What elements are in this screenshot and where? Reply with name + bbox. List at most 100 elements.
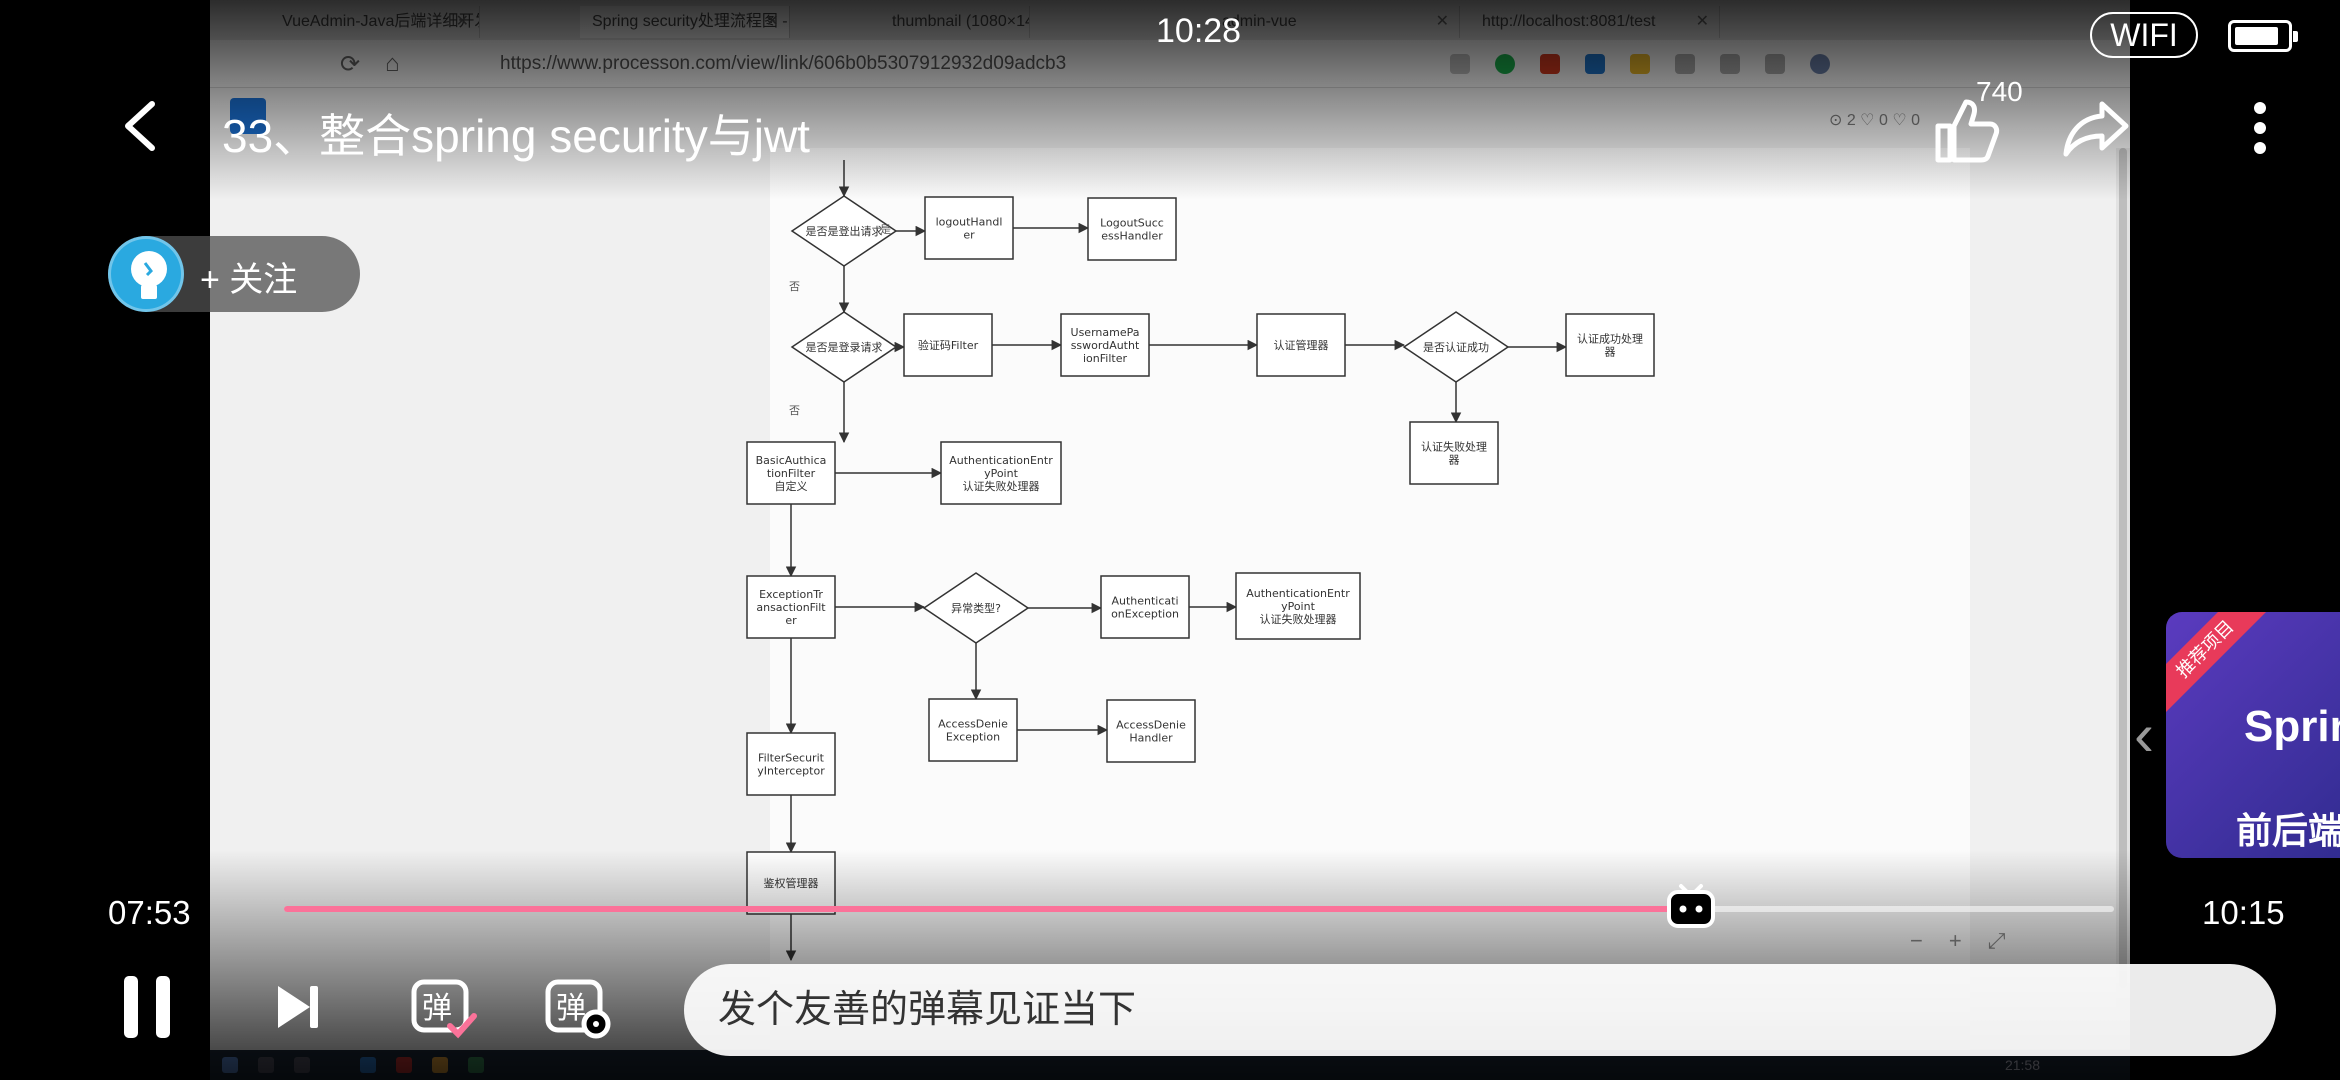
like-button[interactable] <box>1930 96 2000 166</box>
flowchart-node-label: AuthenticationEntr <box>1246 587 1350 600</box>
flowchart-node-label: 是否是登出请求 <box>806 224 883 238</box>
back-button[interactable] <box>110 96 170 156</box>
flowchart-node-label: 鉴权管理器 <box>764 876 819 890</box>
follow-label: + 关注 <box>200 261 298 299</box>
flowchart-node-decision: 鉴权管理器 <box>746 851 836 915</box>
flowchart-node-label: 是否认证成功 <box>1423 341 1489 354</box>
recommended-subtitle: 前后端 <box>2236 810 2340 851</box>
flowchart-node-failH: 认证失败处理器 <box>1409 421 1499 485</box>
more-options-button[interactable] <box>2240 96 2280 160</box>
flowchart-node-label: Authenticati <box>1111 595 1178 608</box>
app-icon <box>468 1057 484 1073</box>
flowchart-node-label: yInterceptor <box>757 765 825 778</box>
flowchart-edge-labels: 是 否 否 <box>789 223 891 417</box>
flowchart-nodes: 是否是登出请求logoutHandlerLogoutSuccessHandler… <box>746 195 1655 915</box>
app-icon <box>432 1057 448 1073</box>
taskbar-clock: 21:58 <box>2004 1057 2040 1073</box>
app-icon <box>360 1057 376 1073</box>
wifi-indicator: WIFI <box>2090 12 2198 58</box>
danmaku-settings-button[interactable]: 弹 <box>544 972 614 1042</box>
windows-start-icon <box>222 1057 238 1073</box>
captured-scrollbar <box>2116 148 2130 1008</box>
flowchart-node-label: essHandler <box>1101 230 1163 243</box>
flowchart-node-label: tionFilter <box>767 467 816 480</box>
next-button[interactable] <box>264 972 334 1042</box>
task-view-icon <box>294 1057 310 1073</box>
danmaku-settings-icon: 弹 <box>545 979 611 1039</box>
flowchart-node-label: logoutHandl <box>936 216 1003 229</box>
flowchart-node-label: er <box>785 614 797 627</box>
video-title: 33、整合spring security与jwt <box>222 110 810 162</box>
chevron-left-icon[interactable]: ‹ <box>2134 701 2154 768</box>
flowchart-node-label: BasicAuthica <box>756 454 827 467</box>
flowchart-node-label: 认证成功处理 <box>1577 333 1643 346</box>
flowchart-node-label: 异常类型? <box>951 601 1001 615</box>
flowchart-node-captcha: 验证码Filter <box>903 313 993 377</box>
flowchart-node-label: 器 <box>1605 346 1616 359</box>
flowchart-node-label: yPoint <box>1281 600 1316 613</box>
flowchart-node-label: UsernamePa <box>1071 326 1140 339</box>
danmaku-on-icon: 弹 <box>411 979 477 1039</box>
flowchart-node-label: er <box>963 229 975 242</box>
battery-icon <box>2228 20 2298 52</box>
share-arrow-icon <box>2063 101 2129 157</box>
lightbulb-icon <box>131 251 167 299</box>
danmaku-input[interactable]: 发个友善的弹幕见证当下 <box>684 964 2276 1056</box>
recommended-ribbon: 推荐项目 <box>2166 612 2271 715</box>
edge-label-yes: 是 <box>880 223 891 236</box>
pause-icon <box>124 976 170 1038</box>
progress-scrubber-tv-icon[interactable] <box>1665 880 1717 932</box>
like-count: 740 <box>1976 76 2023 107</box>
thumbs-up-icon <box>1935 99 2000 163</box>
edge-label-no: 否 <box>789 404 800 417</box>
flowchart-edges <box>785 160 1568 962</box>
flowchart-node-label: onException <box>1111 608 1179 621</box>
flowchart-node-label: 是否是登录请求 <box>806 340 883 354</box>
flowchart-node-label: LogoutSucc <box>1100 217 1164 230</box>
edge-label-no: 否 <box>789 280 800 293</box>
app-icon <box>396 1057 412 1073</box>
status-time: 10:28 <box>1156 12 1242 50</box>
flowchart-node-d_login: 是否是登录请求 <box>790 311 898 383</box>
flowchart-node-label: AccessDenie <box>1116 719 1186 732</box>
share-button[interactable] <box>2062 96 2132 160</box>
flowchart-node-label: 自定义 <box>775 479 808 493</box>
search-icon <box>258 1057 274 1073</box>
flowchart-node-label: yPoint <box>984 467 1019 480</box>
more-vertical-icon <box>2254 102 2266 154</box>
pause-button[interactable] <box>116 972 186 1042</box>
danmaku-toggle-button[interactable]: 弹 <box>410 972 480 1042</box>
flowchart-node-authmgr: 认证管理器 <box>1256 313 1346 377</box>
flowchart-node-d_authok: 是否认证成功 <box>1402 311 1510 383</box>
flowchart-node-label: sswordAutht <box>1071 339 1140 352</box>
current-time: 07:53 <box>108 894 191 931</box>
progress-fill <box>284 906 1692 912</box>
progress-bar[interactable] <box>284 906 2114 912</box>
recommended-title: Spring <box>2244 702 2340 751</box>
flowchart-node-label: 认证失败处理 <box>1421 440 1487 454</box>
flowchart-node-d_exc: 异常类型? <box>922 572 1030 644</box>
flowchart-node-label: Exception <box>946 731 1000 744</box>
flowchart-node-label: ExceptionTr <box>759 588 823 601</box>
uploader-avatar[interactable] <box>108 236 184 312</box>
flowchart-node-label: AccessDenie <box>938 718 1008 731</box>
svg-text:弹: 弹 <box>422 991 452 1026</box>
flowchart-node-label: FilterSecurit <box>758 752 825 765</box>
skip-next-icon <box>278 986 318 1028</box>
flowchart-node-label: 器 <box>1449 454 1460 467</box>
flowchart-node-label: ionFilter <box>1083 352 1127 365</box>
recommended-card[interactable]: 推荐项目 Spring 前后端 <box>2166 612 2340 858</box>
flowchart-node-d_logout: 是否是登出请求 <box>790 195 898 267</box>
flowchart-node-label: 认证失败处理器 <box>963 479 1040 493</box>
